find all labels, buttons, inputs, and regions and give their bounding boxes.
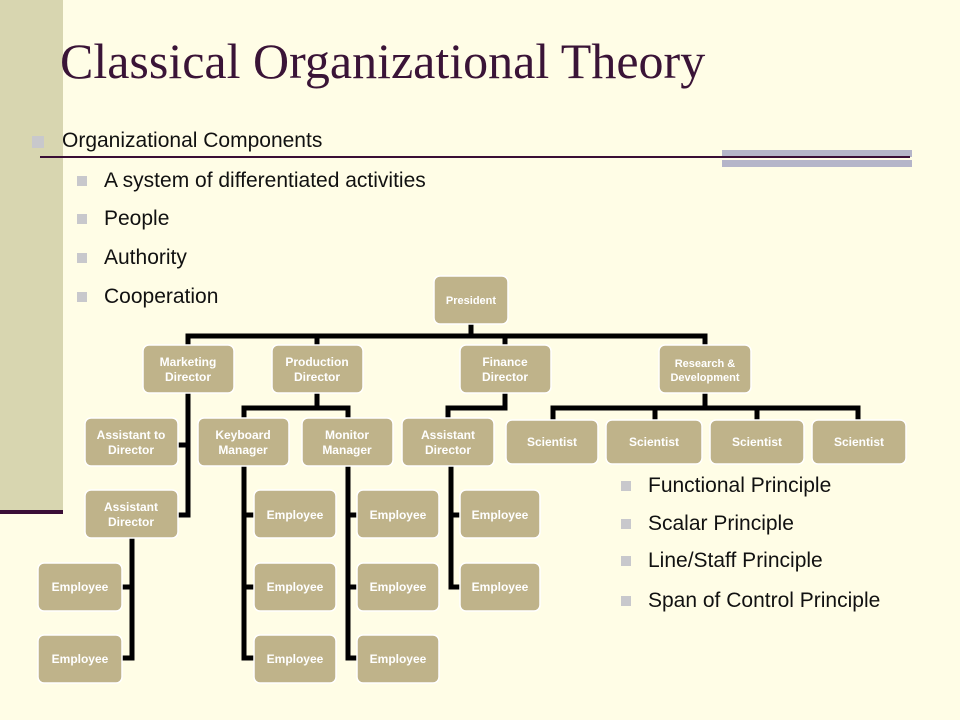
- node-label-line: Director: [294, 370, 340, 384]
- bullet-square-icon: [77, 292, 87, 302]
- node-label: Employee: [52, 580, 109, 594]
- principle-item: Line/Staff Principle: [648, 549, 823, 572]
- node-research-development: [658, 344, 752, 394]
- node-label: Employee: [370, 508, 427, 522]
- node-production-director: [271, 344, 364, 394]
- node-employee: [356, 634, 440, 684]
- node-label-line: Development: [670, 372, 739, 384]
- rule-accent-top: [722, 150, 912, 157]
- bullet-square-icon: [621, 596, 631, 606]
- node-employee: [356, 489, 440, 539]
- node-label: Employee: [472, 508, 529, 522]
- node-label: Employee: [472, 580, 529, 594]
- bullet-square-icon: [621, 481, 631, 491]
- node-label: Scientist: [629, 435, 679, 449]
- bullet-square-icon: [32, 136, 44, 148]
- node-employee: [356, 562, 440, 612]
- node-employee: [459, 562, 541, 612]
- component-item: Cooperation: [104, 285, 219, 308]
- node-label: Scientist: [834, 435, 884, 449]
- node-label: Scientist: [732, 435, 782, 449]
- principle-item: Functional Principle: [648, 474, 832, 497]
- node-label: Employee: [267, 580, 324, 594]
- node-president: [433, 275, 509, 325]
- node-label-line: Manager: [218, 443, 268, 457]
- node-label-line: Director: [425, 443, 471, 457]
- node-label-line: Director: [165, 370, 211, 384]
- node-label-line: Manager: [322, 443, 372, 457]
- node-label: Employee: [370, 580, 427, 594]
- node-label: Employee: [267, 508, 324, 522]
- node-marketing-director: [142, 344, 235, 394]
- org-connectors: [119, 319, 861, 661]
- component-item: Authority: [104, 246, 187, 269]
- node-scientist: [811, 419, 907, 465]
- node-label: Employee: [52, 652, 109, 666]
- node-label-line: Director: [108, 515, 154, 529]
- node-label-line: Director: [108, 443, 154, 457]
- rule-accent-bottom: [722, 160, 912, 167]
- node-scientist: [605, 419, 703, 465]
- component-item: People: [104, 207, 170, 230]
- bullet-square-icon: [77, 253, 87, 263]
- node-employee: [459, 489, 541, 539]
- component-item: A system of differentiated activities: [104, 169, 426, 192]
- node-employee: [37, 562, 123, 612]
- node-employee: [253, 489, 337, 539]
- node-label-line: Director: [482, 370, 528, 384]
- node-finance-director: [459, 344, 552, 394]
- node-employee: [253, 562, 337, 612]
- principle-item: Scalar Principle: [648, 512, 794, 535]
- node-scientist: [505, 419, 599, 465]
- node-label: Scientist: [527, 435, 577, 449]
- bullet-square-icon: [77, 214, 87, 224]
- node-keyboard-manager: [197, 417, 290, 467]
- node-marketing-assistant-director: [84, 489, 179, 539]
- node-label: Employee: [267, 652, 324, 666]
- node-employee: [253, 634, 337, 684]
- node-finance-assistant-director: [401, 417, 495, 467]
- node-label: President: [446, 295, 496, 307]
- main-bullet: Organizational Components: [62, 129, 323, 152]
- bullet-square-icon: [621, 519, 631, 529]
- title-rule: [40, 156, 910, 158]
- node-monitor-manager: [301, 417, 394, 467]
- bullet-square-icon: [621, 556, 631, 566]
- principle-item: Span of Control Principle: [648, 589, 881, 612]
- slide-title: Classical Organizational Theory: [60, 33, 706, 89]
- left-accent-line: [0, 510, 63, 514]
- node-assistant-to-director: [84, 417, 179, 467]
- node-label: Employee: [370, 652, 427, 666]
- node-label: Research &Development: [670, 358, 739, 384]
- org-nodes: [37, 275, 907, 684]
- bullet-square-icon: [77, 176, 87, 186]
- node-scientist: [709, 419, 805, 465]
- left-accent-bar: [0, 0, 63, 510]
- node-employee: [37, 634, 123, 684]
